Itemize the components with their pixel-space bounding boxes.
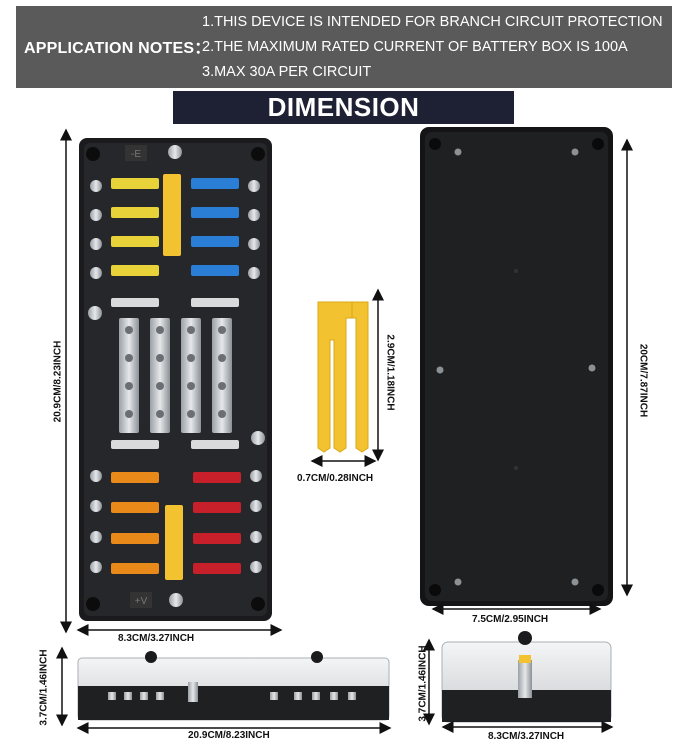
fuse-box-end-view	[441, 631, 612, 723]
application-notes-list: 1.THIS DEVICE IS INTENDED FOR BRANCH CIR…	[202, 10, 663, 85]
fuse-box-front-view: -E +V	[79, 138, 272, 621]
application-notes-bar: APPLICATION NOTES： 1.THIS DEVICE IS INTE…	[16, 6, 672, 88]
negative-terminal-label: -E	[131, 149, 141, 160]
back-height-label: 20CM/7.87INCH	[637, 343, 649, 418]
application-notes-title: APPLICATION NOTES：	[24, 40, 211, 57]
back-width-label: 7.5CM/2.95INCH	[472, 614, 549, 625]
fuse-box-back-view	[420, 127, 613, 606]
note-line-1: 1.THIS DEVICE IS INTENDED FOR BRANCH CIR…	[202, 14, 663, 30]
end-width-label: 8.3CM/3.27INCH	[488, 731, 565, 742]
side-width-label: 20.9CM/8.23INCH	[188, 730, 270, 741]
front-height-label: 20.9CM/8.23INCH	[52, 340, 64, 423]
end-height-label: 3.7CM/1.46INCH	[417, 645, 429, 722]
side-height-label: 3.7CM/1.46INCH	[38, 649, 50, 726]
dimension-banner: DIMENSION	[173, 91, 514, 124]
puller-height-label: 2.9CM/1.18INCH	[384, 334, 396, 411]
note-line-3: 3.MAX 30A PER CIRCUIT	[202, 64, 372, 80]
positive-terminal-label: +V	[135, 596, 148, 607]
fuse-puller	[317, 301, 369, 453]
front-width-label: 8.3CM/3.27INCH	[118, 633, 195, 644]
note-line-2: 2.THE MAXIMUM RATED CURRENT OF BATTERY B…	[202, 39, 628, 55]
fuse-box-side-view	[77, 651, 390, 721]
puller-width-label: 0.7CM/0.28INCH	[297, 473, 374, 484]
